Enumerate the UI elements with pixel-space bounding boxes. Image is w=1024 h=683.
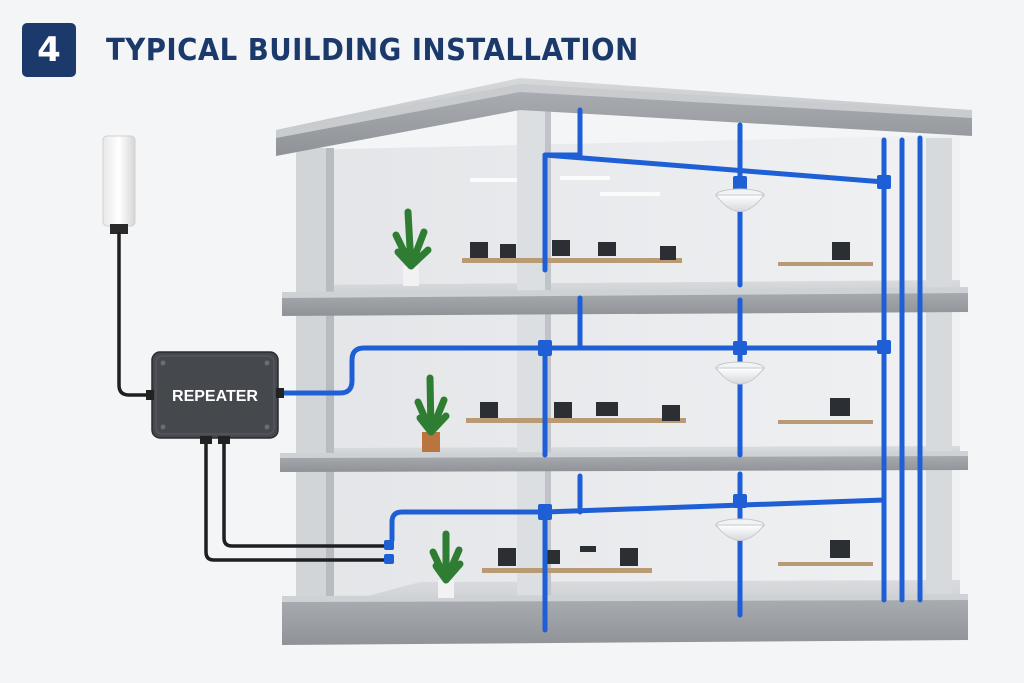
floor-slab-1: [280, 451, 968, 472]
repeater-label: REPEATER: [172, 388, 258, 405]
section-title: TYPICAL BUILDING INSTALLATION: [106, 32, 639, 68]
indoor-antenna-ground: [714, 518, 766, 541]
roof-slab: [276, 78, 972, 156]
indoor-antenna-top: [715, 188, 765, 212]
right-column: [926, 138, 952, 608]
distribution-cables: [277, 107, 923, 633]
section-header: 4 TYPICAL BUILDING INSTALLATION: [22, 22, 685, 78]
plant-top: [392, 208, 432, 286]
center-column: [517, 110, 545, 635]
base-slab: [282, 594, 968, 645]
office-furniture: [462, 240, 873, 573]
floor-slab-2: [282, 287, 968, 316]
repeater-cables: [117, 232, 388, 562]
outdoor-antenna: [102, 135, 136, 234]
indoor-antenna-middle: [714, 361, 766, 385]
middle-floor: [300, 310, 960, 462]
left-column: [296, 148, 326, 603]
ground-floor: [300, 470, 960, 614]
repeater-cable-joins: [384, 540, 394, 564]
plant-middle: [414, 374, 450, 452]
step-number-badge: 4: [22, 23, 76, 77]
repeater-unit: REPEATER: [146, 351, 284, 444]
plant-ground: [429, 530, 464, 598]
cable-connectors: [538, 175, 891, 520]
